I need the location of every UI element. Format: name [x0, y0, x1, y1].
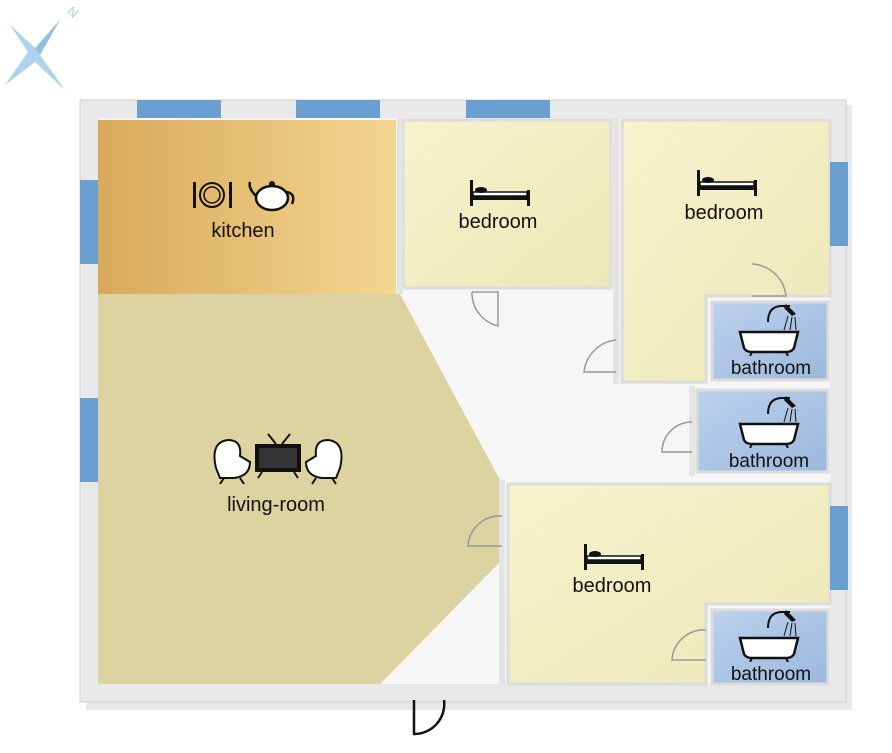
room-label-bathroom-1: bathroom	[730, 358, 812, 379]
bathroom-2-area	[695, 388, 830, 474]
plate-cutlery-icon	[193, 182, 232, 208]
bed-icon	[697, 170, 757, 196]
bed-icon	[584, 544, 644, 570]
room-label-bathroom-3: bathroom	[730, 664, 812, 685]
room-label-bathroom-2: bathroom	[728, 451, 810, 472]
door-swing-icon	[467, 263, 787, 661]
bathtub-shower-icon	[738, 610, 800, 662]
armchair-icon	[304, 438, 343, 485]
bed-icon	[470, 180, 530, 206]
bathroom-3-area	[710, 608, 830, 686]
room-label-bedroom-1: bedroom	[458, 211, 538, 233]
compass-icon: N	[5, 3, 81, 90]
tv-icon	[255, 433, 301, 479]
bedroom-2-area	[620, 118, 832, 384]
room-label-kitchen: kitchen	[211, 220, 275, 242]
living-room-area	[98, 294, 500, 684]
armchair-icon	[213, 438, 252, 485]
room-label-bedroom-3: bedroom	[572, 575, 652, 597]
kitchen-area	[98, 120, 396, 294]
compass-north-label: N	[64, 3, 81, 21]
bathtub-shower-icon	[738, 396, 800, 448]
room-label-living-room: living-room	[227, 494, 325, 516]
windows	[80, 100, 848, 590]
bedroom-3-area	[506, 482, 832, 686]
bedroom-1-area	[401, 118, 613, 290]
bathtub-shower-icon	[738, 304, 800, 356]
room-label-bedroom-2: bedroom	[684, 202, 764, 224]
teapot-icon	[248, 181, 295, 212]
front-door	[412, 699, 446, 736]
